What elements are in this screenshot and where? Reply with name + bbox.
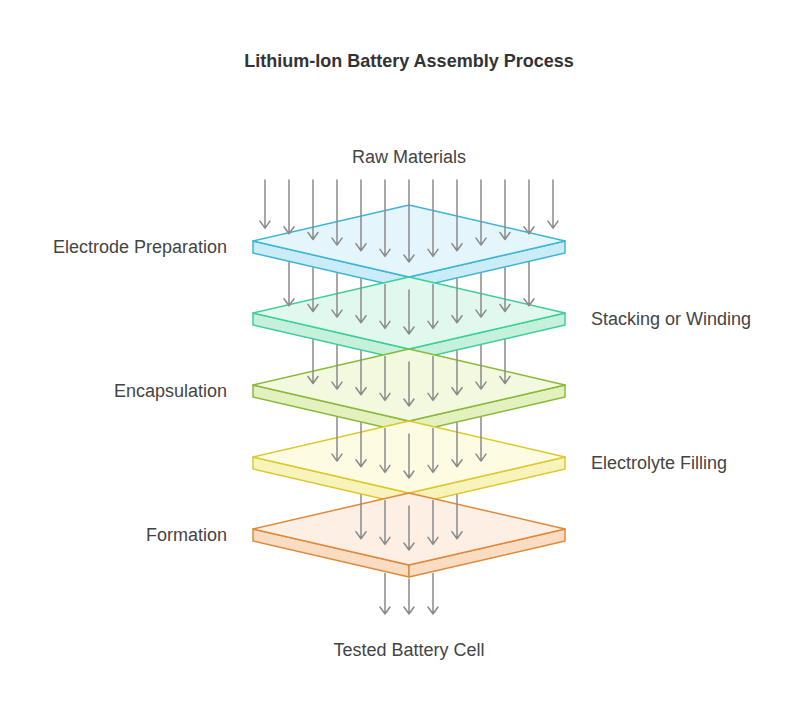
input-label: Raw Materials: [352, 146, 466, 168]
output-label: Tested Battery Cell: [333, 639, 484, 661]
step-label: Encapsulation: [114, 380, 227, 402]
layer-plate: [253, 493, 565, 577]
step-label: Formation: [146, 524, 227, 546]
step-label: Electrolyte Filling: [591, 452, 727, 474]
flow-arrow: [356, 495, 462, 550]
process-layer: Formation: [253, 493, 565, 577]
diagram-title: Lithium-Ion Battery Assembly Process: [244, 50, 573, 72]
step-label: Stacking or Winding: [591, 308, 751, 330]
flow-arrow: [284, 262, 534, 334]
flow-arrow: [332, 417, 486, 478]
io-arrows: [260, 180, 558, 614]
flow-arrow: [308, 340, 510, 406]
step-label: Electrode Preparation: [53, 236, 227, 258]
